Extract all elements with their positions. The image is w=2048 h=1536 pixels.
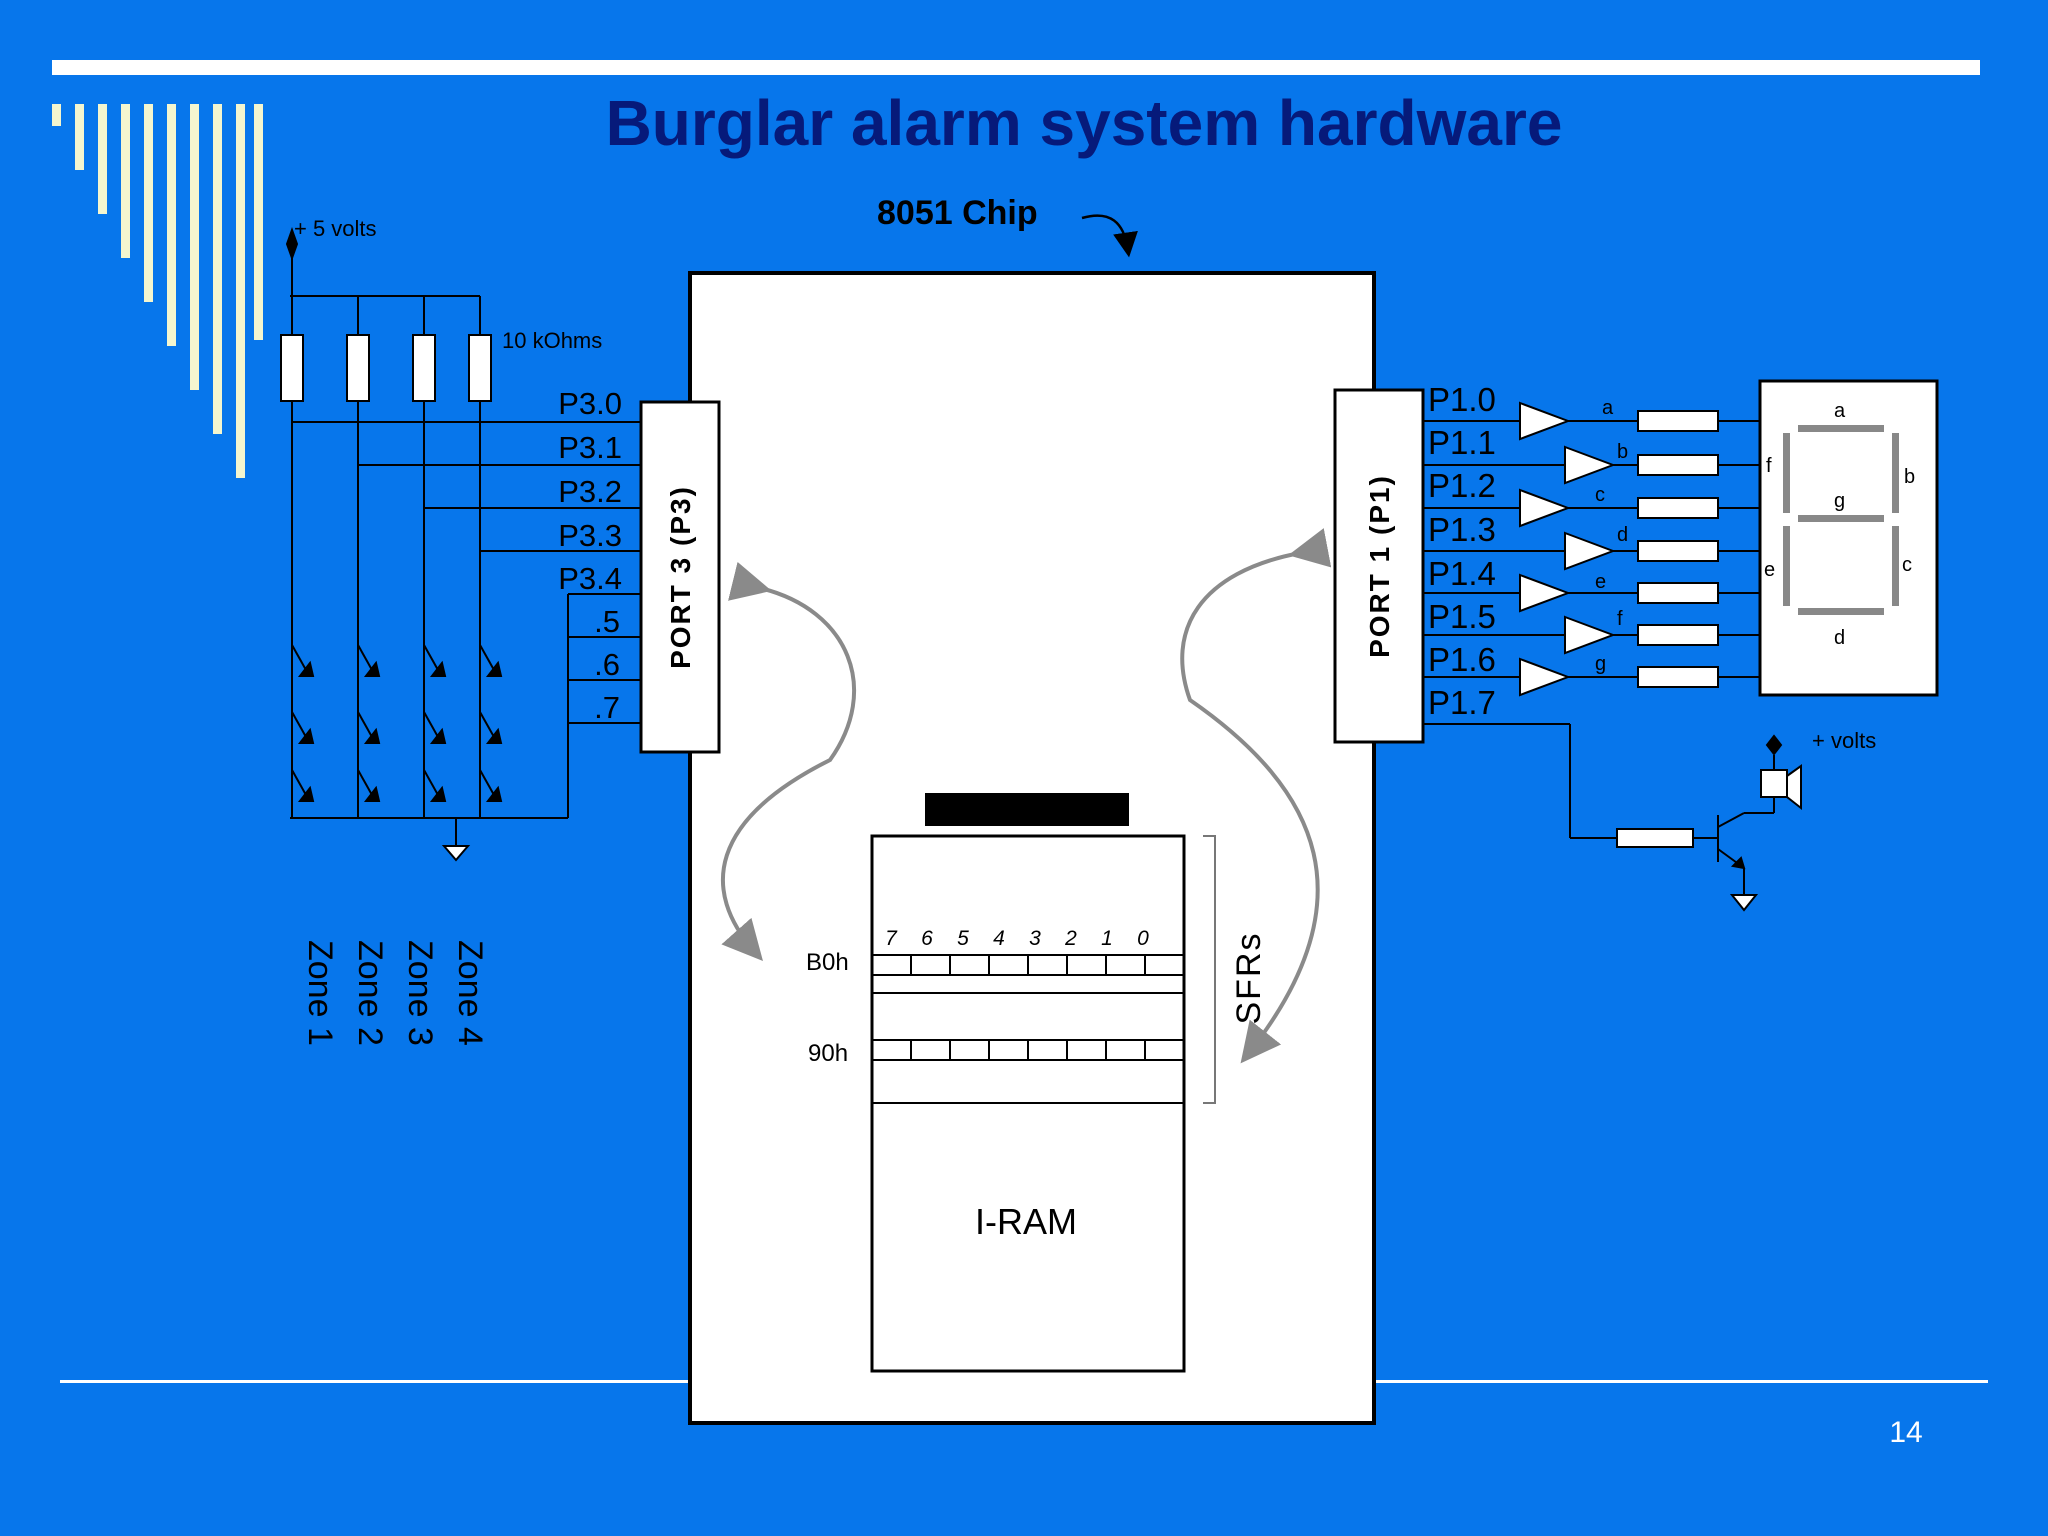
segment-c (1892, 526, 1899, 606)
port1-pin-labels: P1.0 P1.1 P1.2 P1.3 P1.4 P1.5 P1.6 P1.7 (1428, 381, 1496, 721)
segment-line-e: e (1595, 571, 1606, 593)
display-label-f: f (1766, 455, 1772, 477)
top-rule (52, 60, 1980, 75)
segment-b (1892, 433, 1899, 513)
port3-pin-5: .5 (594, 604, 620, 639)
zone-switch-circuit (280, 227, 642, 862)
segment-d (1798, 608, 1884, 615)
segment-e (1783, 526, 1790, 606)
port1-box (1333, 388, 1425, 744)
bit-3: 3 (1029, 927, 1041, 950)
port3-pin-4: P3.4 (558, 561, 622, 596)
port1-pin-5: P1.5 (1428, 598, 1496, 635)
page-number: 14 (1889, 1416, 1922, 1449)
speaker-supply-label: + volts (1812, 728, 1876, 753)
bit-7: 7 (885, 927, 898, 950)
segment-line-c: c (1595, 484, 1605, 506)
port3-pin-labels: P3.0 P3.1 P3.2 P3.3 P3.4 .5 .6 .7 (558, 386, 622, 725)
bit-5: 5 (957, 927, 969, 950)
zone-label-1: Zone 1 (301, 940, 339, 1046)
addr-b0h: B0h (806, 949, 849, 976)
zone-label-2: Zone 2 (351, 940, 389, 1046)
bit-2: 2 (1064, 927, 1077, 950)
bit-6: 6 (921, 927, 933, 950)
segment-line-a: a (1602, 397, 1614, 419)
addr-90h: 90h (808, 1040, 848, 1067)
segment-g (1798, 515, 1884, 522)
zone-labels: Zone 1 Zone 2 Zone 3 Zone 4 (301, 940, 489, 1046)
display-segment-labels: a b c d e f g (1764, 400, 1915, 649)
display-label-d: d (1834, 627, 1845, 649)
resistor-label: 10 kOhms (502, 328, 602, 353)
zone-label-4: Zone 4 (451, 940, 489, 1046)
port3-pin-1: P3.1 (558, 430, 622, 465)
chip-label: 8051 Chip (877, 194, 1038, 232)
zone-switches (291, 644, 503, 802)
segment-line-f: f (1617, 608, 1623, 630)
decor-stripes (52, 104, 263, 478)
display-label-g: g (1834, 490, 1845, 512)
segment-line-labels: a b c d e f g (1595, 397, 1628, 675)
port3-box (639, 400, 721, 754)
port1-pin-1: P1.1 (1428, 424, 1496, 461)
segment-f (1783, 433, 1790, 513)
chip-label-arrow (1081, 214, 1138, 258)
port3-pin-2: P3.2 (558, 474, 622, 509)
sfrs-label: SFRs (1230, 932, 1268, 1025)
port1-pin-7: P1.7 (1428, 684, 1496, 721)
slide-title: Burglar alarm system hardware (606, 87, 1563, 159)
display-label-c: c (1902, 554, 1912, 576)
port1-pin-6: P1.6 (1428, 641, 1496, 678)
display-label-b: b (1904, 466, 1915, 488)
port3-pin-7: .7 (594, 690, 620, 725)
segment-line-d: d (1617, 524, 1628, 546)
port1-pin-4: P1.4 (1428, 555, 1496, 592)
memory-header-bar (925, 793, 1129, 826)
display-label-a: a (1834, 400, 1846, 422)
sfr-bit-numbers: 7 6 5 4 3 2 1 0 (885, 927, 1149, 950)
segment-a (1798, 425, 1884, 432)
segment-line-g: g (1595, 653, 1606, 675)
bit-4: 4 (993, 927, 1005, 950)
port3-pin-3: P3.3 (558, 518, 622, 553)
port3-sfr-arrow (721, 561, 856, 961)
port1-pin-0: P1.0 (1428, 381, 1496, 418)
port3-pin-6: .6 (594, 647, 620, 682)
port1-pin-2: P1.2 (1428, 467, 1496, 504)
port1-pin-3: P1.3 (1428, 511, 1496, 548)
bit-1: 1 (1101, 927, 1113, 950)
speaker-driver-circuit (1423, 723, 1802, 912)
port1-sfr-arrow (1180, 528, 1332, 1064)
segment-driver-wiring (1423, 401, 1760, 697)
display-segments (1783, 425, 1899, 615)
sfr-register-rows (871, 835, 1216, 1104)
segment-line-b: b (1617, 441, 1628, 463)
display-label-e: e (1764, 559, 1775, 581)
port3-pin-0: P3.0 (558, 386, 622, 421)
port1-label: PORT 1 (P1) (1364, 474, 1395, 658)
zone-label-3: Zone 3 (401, 940, 439, 1046)
bit-0: 0 (1137, 927, 1149, 950)
port3-label: PORT 3 (P3) (665, 485, 696, 669)
supply-label: + 5 volts (294, 216, 377, 241)
iram-label: I-RAM (975, 1201, 1077, 1242)
